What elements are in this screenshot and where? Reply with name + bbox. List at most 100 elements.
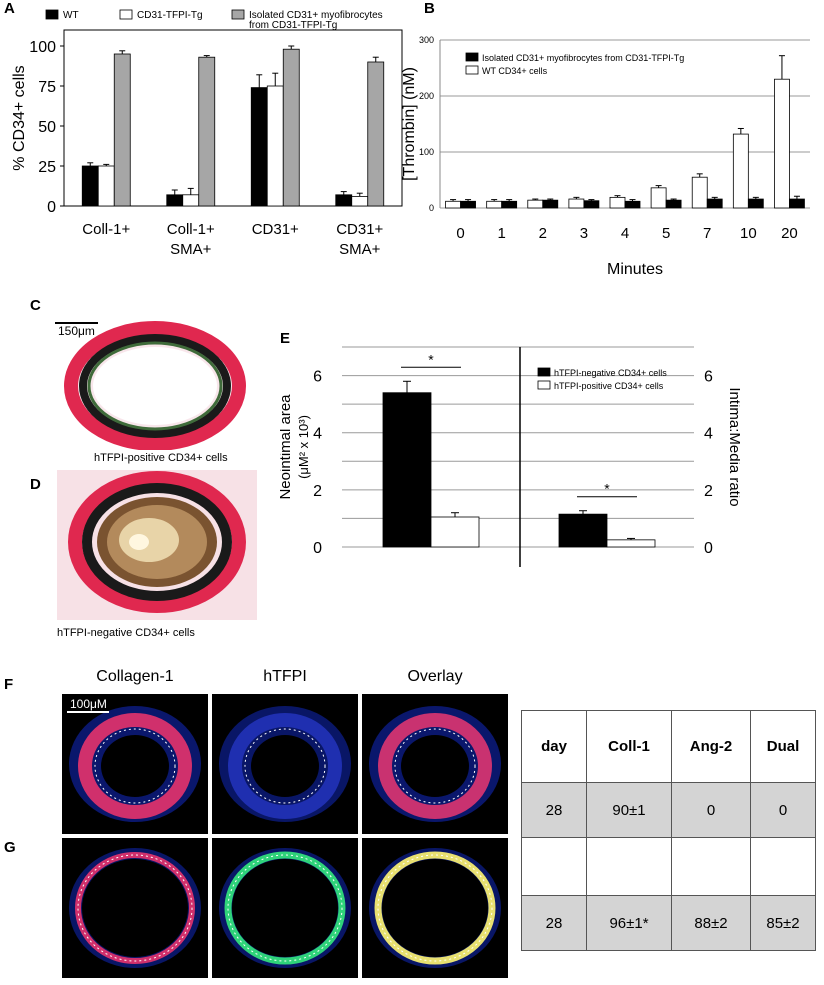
fluorescence-g-htfpi <box>212 838 358 978</box>
y-tick-label-a: 50 <box>38 119 56 136</box>
category-label-a: SMA+ <box>339 241 381 258</box>
scale-bar-f <box>67 711 109 713</box>
fluorescence-f-collagen-1 <box>62 694 208 834</box>
y-tick-label-a: 100 <box>29 39 56 56</box>
bar-b <box>789 198 805 209</box>
table-cell: 28 <box>521 782 587 838</box>
caption-c: hTFPI-positive CD34+ cells <box>94 452 228 464</box>
category-label-a: CD31+ <box>336 221 383 238</box>
bar-a <box>335 194 353 207</box>
significance-marker-e: * <box>604 481 610 497</box>
category-label-a: Coll-1+ <box>167 221 215 238</box>
histology-image-d <box>57 470 257 620</box>
significance-marker-e: * <box>428 351 434 367</box>
bar-a <box>97 165 115 207</box>
table-cell <box>521 837 587 896</box>
panel-label-a: A <box>4 0 15 17</box>
y-tick-label-left-e: 4 <box>313 426 322 443</box>
table-cell: 85±2 <box>750 895 816 951</box>
y-tick-label-b: 300 <box>419 35 434 45</box>
x-tick-label-b: 10 <box>740 225 757 242</box>
table-row <box>521 837 816 896</box>
table-cell: 88±2 <box>671 895 751 951</box>
category-label-a: Coll-1+ <box>82 221 130 238</box>
table-cell: 0 <box>750 782 816 838</box>
y-tick-label-b: 200 <box>419 91 434 101</box>
legend-swatch-a <box>45 9 59 20</box>
header-overlay: Overlay <box>407 668 463 685</box>
bar-e <box>382 392 432 548</box>
caption-d: hTFPI-negative CD34+ cells <box>57 627 195 639</box>
scale-bar-c <box>55 322 98 324</box>
bar-b <box>527 199 544 209</box>
bar-e <box>606 539 656 548</box>
y-tick-label-b: 0 <box>429 203 434 213</box>
results-table: day Coll-1 Ang-2 Dual 28 90±1 0 0 28 96±… <box>521 710 816 951</box>
bar-a <box>250 87 268 207</box>
table-row: 28 90±1 0 0 <box>521 782 816 838</box>
bar-a <box>182 194 200 207</box>
bar-b <box>624 200 641 209</box>
bar-a <box>198 56 216 207</box>
legend-label-a: Isolated CD31+ myofibrocytes <box>249 10 383 21</box>
y-tick-label-left-e: 0 <box>313 540 322 557</box>
legend-label-a: WT <box>63 10 79 21</box>
bar-a <box>282 48 300 207</box>
y-axis-label-a: % CD34+ cells <box>11 65 28 170</box>
bar-a <box>81 165 99 207</box>
panel-label-f: F <box>4 676 14 693</box>
legend-label-b: Isolated CD31+ myofibrocytes from CD31-T… <box>482 53 684 63</box>
fluorescence-f-overlay <box>362 694 508 834</box>
y-axis-label-left-e: Neointimal area <box>280 394 294 500</box>
bar-a <box>367 61 385 207</box>
bar-b <box>665 199 682 209</box>
bar-b <box>583 200 600 209</box>
panel-label-e: E <box>280 330 291 347</box>
bar-b <box>542 199 559 209</box>
panel-label-d: D <box>30 476 41 493</box>
x-tick-label-b: 5 <box>662 225 670 242</box>
header-collagen-1: Collagen-1 <box>96 668 174 685</box>
table-cell <box>671 837 751 896</box>
y-tick-label-left-e: 2 <box>313 483 322 500</box>
y-axis-label-b: [Thrombin] (nM) <box>401 67 418 181</box>
legend-swatch-a <box>119 9 133 20</box>
fluorescence-g-overlay <box>362 838 508 978</box>
table-cell: 96±1* <box>586 895 672 951</box>
legend-swatch-b <box>465 52 479 62</box>
bar-a <box>266 85 284 207</box>
bar-b <box>445 200 461 209</box>
bar-e <box>430 516 480 548</box>
x-tick-label-b: 4 <box>621 225 629 242</box>
x-axis-label-b: Minutes <box>607 261 663 278</box>
x-tick-label-b: 20 <box>781 225 798 242</box>
bar-a <box>113 53 131 207</box>
table-cell: 28 <box>521 895 587 951</box>
table-cell <box>750 837 816 896</box>
x-tick-label-b: 0 <box>456 225 464 242</box>
legend-label-a: CD31-TFPI-Tg <box>137 10 203 21</box>
table-row: 28 96±1* 88±2 85±2 <box>521 895 816 951</box>
legend-label-e: hTFPI-negative CD34+ cells <box>554 368 667 378</box>
bar-e <box>558 513 608 548</box>
table-cell: 90±1 <box>586 782 672 838</box>
legend-label-b: WT CD34+ cells <box>482 66 548 76</box>
bar-b <box>609 196 626 209</box>
legend-label-e: hTFPI-positive CD34+ cells <box>554 381 664 391</box>
category-label-a: CD31+ <box>252 221 299 238</box>
panel-label-g: G <box>4 839 16 856</box>
fluorescence-g-collagen-1 <box>62 838 208 978</box>
y-tick-label-right-e: 6 <box>704 369 713 386</box>
histology-image-c <box>55 310 255 450</box>
panel-label-c: C <box>30 297 41 314</box>
bar-b <box>650 187 667 209</box>
table-header-day: day <box>521 710 587 783</box>
bar-b <box>568 198 585 209</box>
bar-b <box>486 200 503 209</box>
x-tick-label-b: 7 <box>703 225 711 242</box>
panel-label-b: B <box>424 0 435 17</box>
y-tick-label-right-e: 0 <box>704 540 713 557</box>
y-tick-label-right-e: 4 <box>704 426 713 443</box>
